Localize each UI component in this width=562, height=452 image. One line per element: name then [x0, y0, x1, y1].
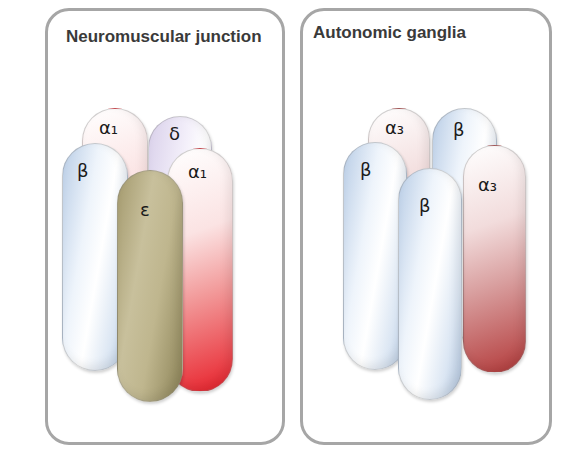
- subunit-label: β: [360, 159, 372, 180]
- subunit-label: α₁: [188, 161, 207, 182]
- subunit-label: ε: [140, 199, 150, 220]
- subunit-label: α₃: [478, 174, 497, 195]
- subunit-label: α₃: [385, 117, 404, 138]
- panel-title: Neuromuscular junction: [66, 27, 262, 47]
- subunit-label: β: [77, 160, 89, 181]
- panel-title: Autonomic ganglia: [313, 23, 466, 43]
- panel-box: Neuromuscular junction α₁ δ β α₁ ε: [45, 8, 285, 445]
- subunit-cylinder: ε: [117, 170, 183, 402]
- subunit-label: β: [419, 195, 431, 216]
- subunit-label: δ: [169, 123, 180, 144]
- subunit-cylinder: β: [398, 168, 462, 400]
- panel-box: Autonomic ganglia α₃ β β α₃ β: [300, 8, 552, 445]
- subunit-label: α₁: [99, 117, 118, 138]
- subunit-label: β: [453, 119, 465, 140]
- subunit-cylinder: α₃: [463, 145, 526, 373]
